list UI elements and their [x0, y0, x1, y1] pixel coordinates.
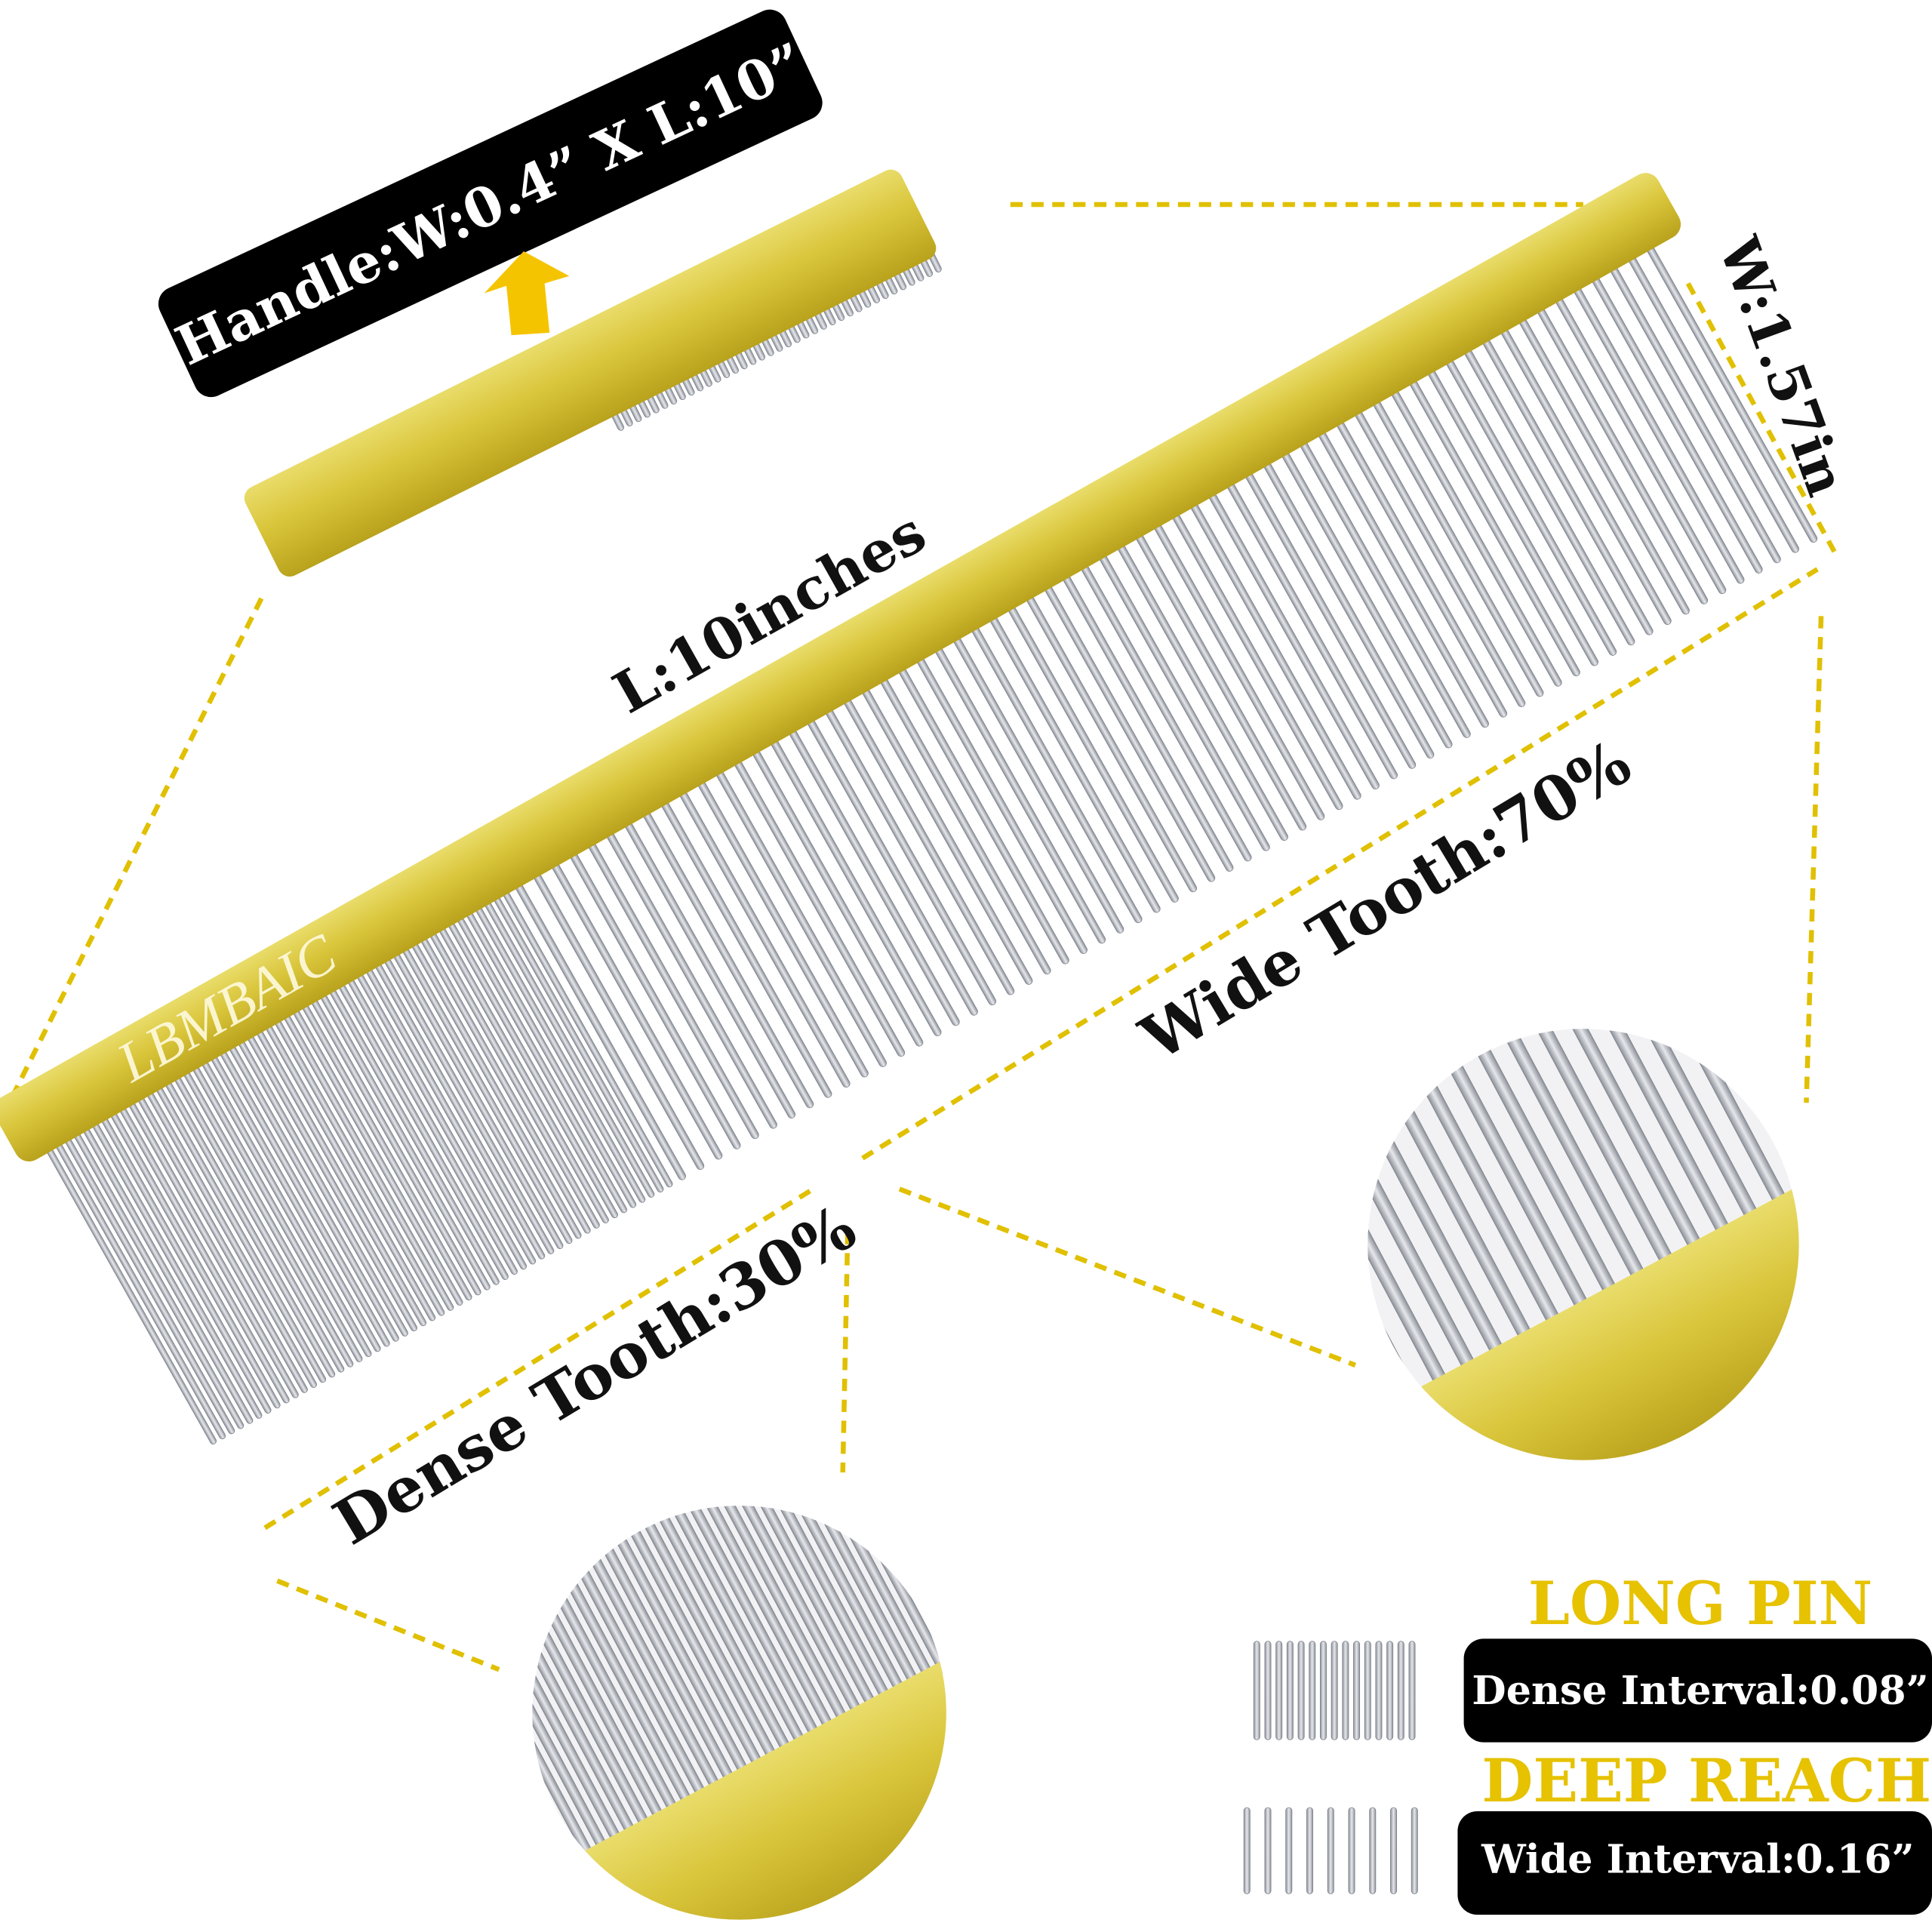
pin [1369, 1807, 1377, 1894]
pin [1386, 1641, 1394, 1740]
pin [1309, 1641, 1316, 1740]
dense-tooth-closeup [532, 1506, 946, 1920]
handle-band [566, 1652, 946, 1920]
comb: LBMBAIC [0, 173, 1818, 1444]
pin [1264, 1641, 1272, 1740]
pin [1285, 1807, 1293, 1894]
pin [1275, 1641, 1283, 1740]
handle-detail [244, 169, 942, 577]
pin [1319, 1641, 1327, 1740]
comb-handle [0, 173, 1681, 1161]
pin [1286, 1641, 1294, 1740]
pin [1397, 1641, 1404, 1740]
pin [1364, 1641, 1371, 1740]
pin [1297, 1641, 1305, 1740]
width-label: W:1.57in [1706, 229, 1858, 504]
dense-interval-banner [1463, 1638, 1932, 1743]
pin [1411, 1807, 1418, 1894]
feature-heading-deep-reach: DEEP REACH [1481, 1746, 1931, 1816]
pin [1348, 1807, 1355, 1894]
pin [1342, 1641, 1349, 1740]
pin [1243, 1807, 1251, 1894]
pin [1390, 1807, 1398, 1894]
wide-interval-text: Wide Interval:0.16” [1481, 1837, 1914, 1883]
pin [1264, 1807, 1272, 1894]
arrow-up-icon [484, 251, 570, 336]
pin [1375, 1641, 1383, 1740]
guide-lines [10, 202, 1838, 1672]
feature-heading-long-pin: LONG PIN [1528, 1569, 1872, 1638]
pin [1306, 1807, 1313, 1894]
wide-tooth-closeup [1367, 1029, 1799, 1460]
wide-interval-banner [1457, 1811, 1932, 1915]
dense-pin-sample [1253, 1641, 1416, 1740]
brand-logo: LBMBAIC [106, 922, 347, 1095]
pin [1327, 1807, 1334, 1894]
wide-pin-sample [1243, 1807, 1418, 1894]
pin [1331, 1641, 1338, 1740]
dense-interval-text: Dense Interval:0.08” [1472, 1668, 1928, 1714]
pin [1408, 1641, 1416, 1740]
comb-teeth [43, 240, 1818, 1444]
pin [1253, 1641, 1260, 1740]
pin [1353, 1641, 1361, 1740]
